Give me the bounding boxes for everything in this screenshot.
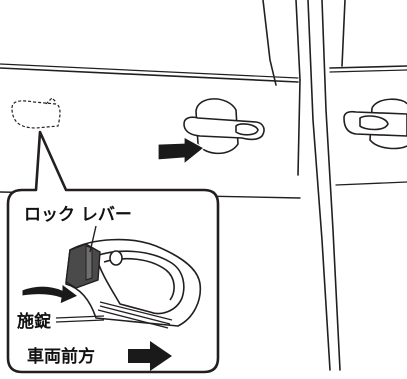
interior-door-handle bbox=[65, 238, 202, 329]
lock-lever-label: ロック レバー bbox=[24, 205, 132, 225]
lever-leader-line bbox=[89, 225, 97, 253]
lock-label: 施錠 bbox=[17, 312, 51, 332]
lock-direction-arrow bbox=[21, 283, 79, 305]
lock-lever bbox=[65, 243, 101, 289]
lock-leader-lines bbox=[55, 315, 105, 323]
push-arrow bbox=[157, 135, 206, 166]
rear-door-handle bbox=[343, 98, 407, 150]
keyhole-marker bbox=[11, 97, 61, 129]
vehicle-front-arrow bbox=[128, 341, 172, 371]
vehicle-front-label: 車両前方 bbox=[27, 347, 95, 367]
front-door-handle bbox=[183, 98, 265, 155]
